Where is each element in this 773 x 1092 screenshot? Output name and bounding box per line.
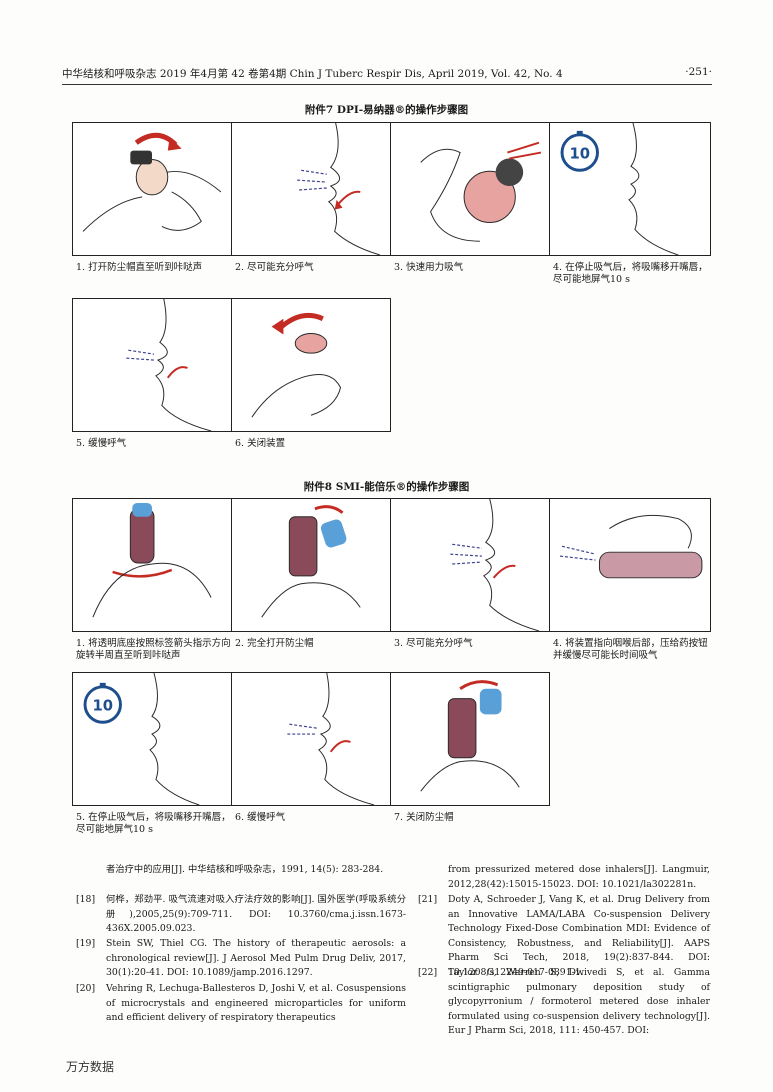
reference-item: [21] Doty A, Schroeder J, Vang K, et al.…	[418, 894, 710, 978]
timer-icon: 10	[83, 682, 122, 724]
exhale-smi-illustration	[450, 499, 540, 631]
fig8-panel-3	[390, 498, 550, 632]
timer-icon: 10	[560, 130, 599, 172]
fig8-step-7: 7. 关闭防尘帽	[394, 812, 454, 823]
close-cap-smi-illustration	[420, 680, 520, 792]
journal-header: 中华结核和呼吸杂志 2019 年4月第 42 卷第4期 Chin J Tuber…	[62, 68, 563, 80]
fig8-panel-6	[231, 672, 391, 806]
watermark: 万方数据	[66, 1060, 115, 1074]
fig8-step-5: 5. 在停止吸气后，将吸嘴移开嘴唇， 尽可能地屏气10 s	[76, 812, 231, 835]
fig7-panel-3	[390, 122, 550, 256]
inhale-smi-illustration	[559, 514, 703, 579]
open-cap-illustration	[82, 132, 222, 232]
fig7-panel-1	[72, 122, 232, 256]
reference-item: [18] 何桦，郑劲平. 吸气流速对吸入疗法疗效的影响[J]. 国外医学(呼吸系…	[76, 894, 406, 935]
fig8-step-6: 6. 缓慢呼气	[235, 812, 286, 823]
page-number: ·251·	[685, 66, 712, 78]
slow-exhale-illustration	[126, 299, 212, 431]
fig7-step-6: 6. 关闭装置	[235, 438, 286, 449]
fig8-panel-2	[231, 498, 391, 632]
close-device-illustration	[251, 313, 342, 418]
reference-item: [22] Taylor G, Warren S, Dwivedi S, et a…	[418, 967, 710, 1037]
fig7-step-4: 4. 在停止吸气后，将吸嘴移开嘴唇， 尽可能地屏气10 s	[553, 262, 708, 285]
fig7-step-3: 3. 快速用力吸气	[394, 262, 464, 273]
fig8-step-3: 3. 尽可能充分呼气	[394, 638, 473, 649]
fig7-step-1: 1. 打开防尘帽直至听到咔哒声	[76, 262, 203, 273]
timer-label: 10	[569, 145, 590, 162]
inhale-fast-illustration	[420, 141, 542, 242]
figure7-caption: 附件7 DPI-易纳器®的操作步骤图	[304, 104, 469, 116]
timer-label: 10	[92, 697, 113, 714]
exhale-illustration	[297, 123, 381, 255]
fig8-step-1: 1. 将透明底座按照标签箭头指示方向 旋转半周直至听到咔哒声	[76, 638, 231, 661]
fig7-step-5: 5. 缓慢呼气	[76, 438, 127, 449]
open-cap-smi-illustration	[261, 505, 361, 618]
turn-base-illustration	[92, 502, 212, 618]
fig8-step-4: 4. 将装置指向咽喉后部，压给药按钮 并缓慢尽可能长时间吸气	[553, 638, 708, 661]
reference-item: 者治疗中的应用[J]. 中华结核和呼吸杂志，1991, 14(5): 283-2…	[106, 864, 384, 875]
running-header: 中华结核和呼吸杂志 2019 年4月第 42 卷第4期 Chin J Tuber…	[62, 66, 712, 82]
fig7-panel-5	[72, 298, 232, 432]
fig8-panel-5: 10	[72, 672, 232, 806]
header-rule	[62, 84, 712, 85]
fig7-panel-2	[231, 122, 391, 256]
reference-item: [19] Stein SW, Thiel CG. The history of …	[76, 938, 406, 979]
fig7-panel-4: 10	[549, 122, 711, 256]
fig8-step-2: 2. 完全打开防尘帽	[235, 638, 314, 649]
slow-exhale-smi-illustration	[287, 673, 375, 805]
fig8-panel-1	[72, 498, 232, 632]
fig7-step-2: 2. 尽可能充分呼气	[235, 262, 314, 273]
fig8-panel-7	[390, 672, 550, 806]
reference-item: from pressurized metered dose inhalers[J…	[448, 864, 710, 890]
fig7-panel-6	[231, 298, 391, 432]
figure8-caption: 附件8 SMI-能倍乐®的操作步骤图	[303, 481, 470, 493]
reference-item: [20] Vehring R, Lechuga-Ballesteros D, J…	[76, 983, 406, 1024]
fig8-panel-4	[549, 498, 711, 632]
